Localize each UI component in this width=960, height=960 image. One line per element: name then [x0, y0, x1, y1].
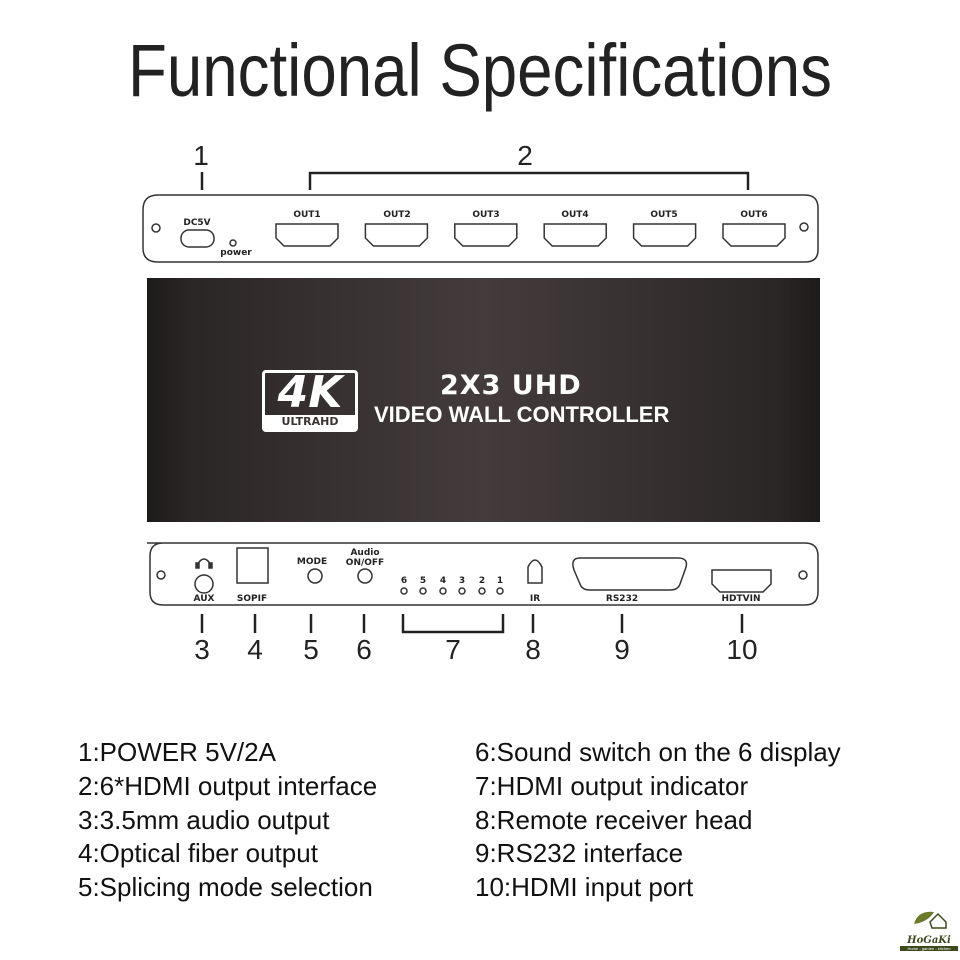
- led-3-label: 3: [458, 576, 466, 586]
- power-led-label: power: [220, 248, 252, 258]
- hdmi-output-port-3: [454, 223, 518, 247]
- out6-label: OUT6: [740, 210, 768, 220]
- led-6-label: 6: [400, 576, 408, 586]
- led-5-label: 5: [419, 576, 427, 586]
- legend-item: 10:HDMI input port: [475, 872, 694, 903]
- out3-label: OUT3: [472, 210, 500, 220]
- out5-label: OUT5: [650, 210, 678, 220]
- legend-item: 5:Splicing mode selection: [78, 872, 373, 903]
- mode-label: MODE: [296, 557, 328, 567]
- device-front: 4K ULTRAHD 2X3 UHD VIDEO WALL CONTROLLER: [147, 278, 820, 522]
- hdmi-output-port-6: [722, 223, 786, 247]
- logo-tagline: Home - garden - kitchen: [900, 946, 958, 951]
- callout-9: 9: [614, 634, 630, 665]
- 4k-logo: 4K ULTRAHD: [262, 367, 358, 432]
- ir-label: IR: [529, 594, 541, 604]
- hdmi-output-port-5: [632, 223, 697, 247]
- page-title: Functional Specifications: [128, 29, 832, 112]
- callout-1: 1: [193, 140, 209, 171]
- callout-5: 5: [303, 634, 319, 665]
- dc5v-label: DC5V: [183, 218, 211, 228]
- spdif-label: SOPIF: [236, 594, 268, 604]
- legend-item: 1:POWER 5V/2A: [78, 737, 276, 767]
- legend-item: 2:6*HDMI output interface: [78, 770, 378, 801]
- hdmi-output-port-2: [364, 223, 429, 247]
- callout-2: 2: [517, 140, 533, 171]
- legend-left: 1:POWER 5V/2A 2:6*HDMI output interface …: [78, 736, 377, 905]
- led-1-label: 1: [496, 576, 504, 586]
- callout-3: 3: [194, 634, 210, 665]
- callout-8: 8: [525, 634, 541, 665]
- audio-onoff-label: ON/OFF: [345, 558, 385, 568]
- legend-item: 4:Optical fiber output: [78, 838, 318, 869]
- hdmi-output-port-4: [543, 223, 607, 247]
- aux-label: AUX: [193, 594, 215, 604]
- legend-right: 6:Sound switch on the 6 display 7:HDMI o…: [475, 736, 841, 905]
- callout-6: 6: [356, 634, 372, 665]
- led-4-label: 4: [439, 576, 447, 586]
- legend-item: 3:3.5mm audio output: [78, 804, 330, 835]
- hdmi-output-port-1: [275, 223, 339, 247]
- legend-item: 7:HDMI output indicator: [475, 770, 749, 801]
- callout-4: 4: [247, 634, 263, 665]
- audio-label: Audio: [350, 548, 380, 558]
- legend-item: 9:RS232 interface: [475, 838, 684, 869]
- callout-7: 7: [445, 634, 461, 665]
- out2-label: OUT2: [383, 210, 411, 220]
- logo-name: HoGaKi: [907, 935, 951, 946]
- logo-4k-text: 4K: [277, 367, 343, 418]
- out4-label: OUT4: [561, 210, 589, 220]
- model-text: 2X3 UHD: [440, 370, 582, 401]
- hdmi-in-label: HDTVIN: [721, 594, 761, 604]
- callout-10: 10: [726, 634, 758, 665]
- led-2-label: 2: [478, 576, 486, 586]
- logo-ultrahd-text: ULTRAHD: [265, 415, 355, 429]
- rs232-label: RS232: [605, 594, 639, 604]
- product-name: VIDEO WALL CONTROLLER: [374, 402, 670, 427]
- leaf-house-icon: [914, 911, 947, 929]
- legend-item: 6:Sound switch on the 6 display: [475, 737, 841, 767]
- legend-item: 8:Remote receiver head: [475, 804, 753, 835]
- out1-label: OUT1: [293, 210, 321, 220]
- hogaki-logo: HoGaKi Home - garden - kitchen: [900, 906, 958, 951]
